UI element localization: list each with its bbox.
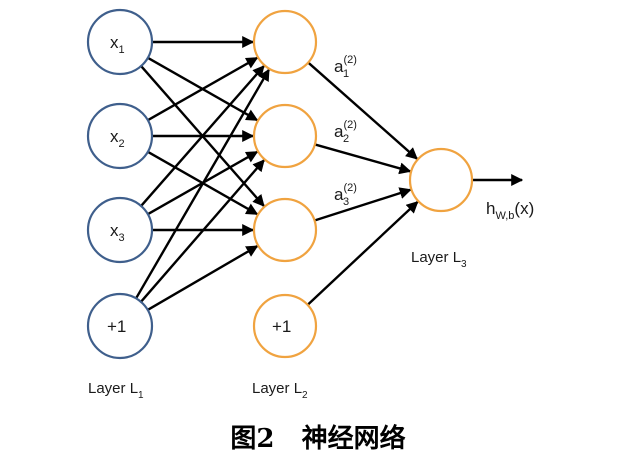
x3-label: x3 [110,221,125,244]
hidden-node-2 [252,103,318,169]
edge-l1-4-to-l2-1 [135,68,270,299]
x1-label: x1 [110,33,125,56]
input-node-x1 [86,8,154,76]
bias-node-layer1 [86,292,154,360]
edge-l1-3-to-l2-1 [140,65,265,207]
input-node-x2 [86,102,154,170]
activation-a3-label: a(2)3 [334,182,357,208]
layer2-label: Layer L2 [252,380,308,401]
edge-l1-4-to-l2-3 [147,245,259,311]
layer1-label: Layer L1 [88,380,144,401]
edge-l2-3-to-output [314,187,412,222]
input-node-x3 [86,196,154,264]
edge-l2-4-to-output [306,200,419,306]
layer3-label: Layer L3 [411,249,467,270]
edge-l1-4-to-l2-2 [140,159,265,303]
hidden-node-1 [252,9,318,75]
layer1-nodes: x1 x2 x3 +1 [86,8,154,360]
layer2-nodes: +1 [252,9,318,359]
activation-a1-label: a(2)1 [334,54,357,80]
edge-l1-2-to-l2-1 [147,56,259,122]
x2-label: x2 [110,127,125,150]
bias2-label: +1 [272,317,291,336]
output-function-label: hW,b(x) [486,199,534,222]
activation-a2-label: a(2)2 [334,119,357,145]
output-node [408,147,474,213]
bias1-label: +1 [107,317,126,336]
edge-l2-1-to-output [307,61,418,160]
bias-node-layer2 [252,293,318,359]
hidden-node-3 [252,197,318,263]
figure-caption: 图2 神经网络 [230,423,405,454]
edge-l2-2-to-output [314,143,412,175]
connection-edges [135,36,524,311]
